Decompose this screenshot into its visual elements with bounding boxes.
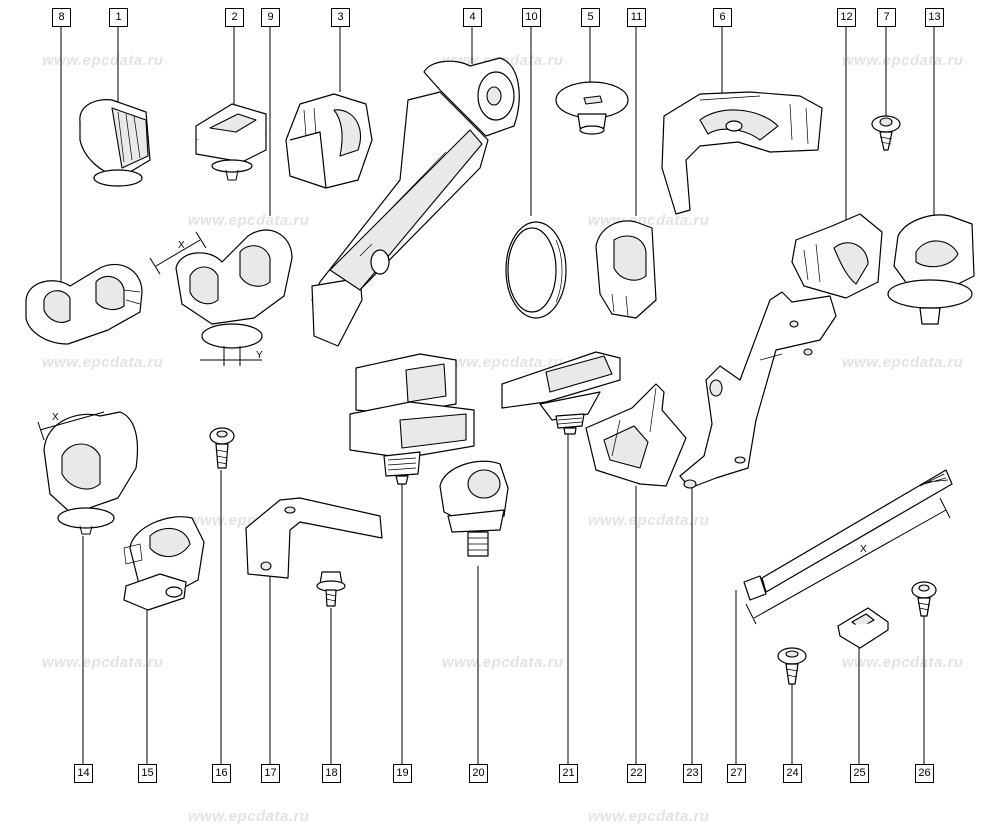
callout-22: 22 bbox=[627, 764, 646, 783]
callout-17: 17 bbox=[261, 764, 280, 783]
leader-lines bbox=[60, 26, 935, 764]
callout-1: 1 bbox=[109, 8, 128, 27]
callout-3: 3 bbox=[331, 8, 350, 27]
watermark: www.epcdata.ru bbox=[842, 654, 964, 671]
part-3-clip bbox=[285, 93, 373, 189]
part-25-clip-nut bbox=[837, 607, 889, 649]
callout-21: 21 bbox=[559, 764, 578, 783]
part-23-long-bracket bbox=[679, 291, 837, 489]
dimension-x-label: X bbox=[860, 544, 867, 555]
watermark: www.epcdata.ru bbox=[42, 654, 164, 671]
part-2-clip bbox=[195, 103, 267, 181]
callout-15: 15 bbox=[138, 764, 157, 783]
part-15-hose-clip bbox=[123, 516, 205, 611]
callout-2: 2 bbox=[225, 8, 244, 27]
part-8-double-clip bbox=[25, 263, 143, 345]
watermark: www.epcdata.ru bbox=[442, 354, 564, 371]
part-27-cable-tie bbox=[743, 469, 953, 625]
callout-24: 24 bbox=[783, 764, 802, 783]
part-21-connector-clip bbox=[501, 351, 621, 435]
watermark: www.epcdata.ru bbox=[588, 512, 710, 529]
part-26-screw bbox=[911, 581, 937, 617]
callout-26: 26 bbox=[915, 764, 934, 783]
part-5-rivet bbox=[555, 81, 629, 135]
callout-6: 6 bbox=[713, 8, 732, 27]
part-12-clip bbox=[791, 213, 883, 299]
watermark: www.epcdata.ru bbox=[42, 52, 164, 69]
watermark: www.epcdata.ru bbox=[42, 354, 164, 371]
callout-13: 13 bbox=[925, 8, 944, 27]
part-10-oval-cap bbox=[505, 221, 567, 319]
callout-9: 9 bbox=[261, 8, 280, 27]
callout-18: 18 bbox=[322, 764, 341, 783]
part-9-double-clip bbox=[149, 229, 293, 366]
callout-5: 5 bbox=[581, 8, 600, 27]
part-18-bolt bbox=[316, 571, 346, 607]
part-6-frame-bracket bbox=[661, 91, 823, 215]
watermark: www.epcdata.ru bbox=[442, 654, 564, 671]
part-19-connector-clip bbox=[349, 353, 475, 485]
dimension-x-label: X bbox=[52, 412, 59, 423]
part-22-bracket bbox=[585, 383, 687, 487]
callout-25: 25 bbox=[850, 764, 869, 783]
part-20-connector-ring bbox=[439, 460, 509, 557]
dimension-x-label: X bbox=[178, 240, 185, 251]
callout-8: 8 bbox=[52, 8, 71, 27]
dimension-y-label: Y bbox=[256, 350, 263, 361]
part-7-screw bbox=[871, 115, 901, 151]
part-13-grommet-clip bbox=[887, 214, 975, 325]
callout-20: 20 bbox=[469, 764, 488, 783]
callout-10: 10 bbox=[522, 8, 541, 27]
callout-11: 11 bbox=[627, 8, 646, 27]
callout-16: 16 bbox=[212, 764, 231, 783]
watermark: www.epcdata.ru bbox=[188, 212, 310, 229]
part-11-clip bbox=[595, 220, 657, 319]
watermark: www.epcdata.ru bbox=[842, 52, 964, 69]
callout-19: 19 bbox=[393, 764, 412, 783]
part-14-double-clip bbox=[37, 411, 139, 535]
part-4-bracket bbox=[311, 57, 520, 347]
callout-23: 23 bbox=[683, 764, 702, 783]
callout-27: 27 bbox=[727, 764, 746, 783]
part-1-clip bbox=[79, 99, 151, 187]
watermark: www.epcdata.ru bbox=[842, 354, 964, 371]
part-16-screw bbox=[209, 427, 235, 469]
part-24-screw bbox=[777, 647, 807, 685]
callout-4: 4 bbox=[463, 8, 482, 27]
callout-14: 14 bbox=[74, 764, 93, 783]
callout-7: 7 bbox=[877, 8, 896, 27]
callout-12: 12 bbox=[837, 8, 856, 27]
part-17-plate-bracket bbox=[245, 497, 383, 579]
